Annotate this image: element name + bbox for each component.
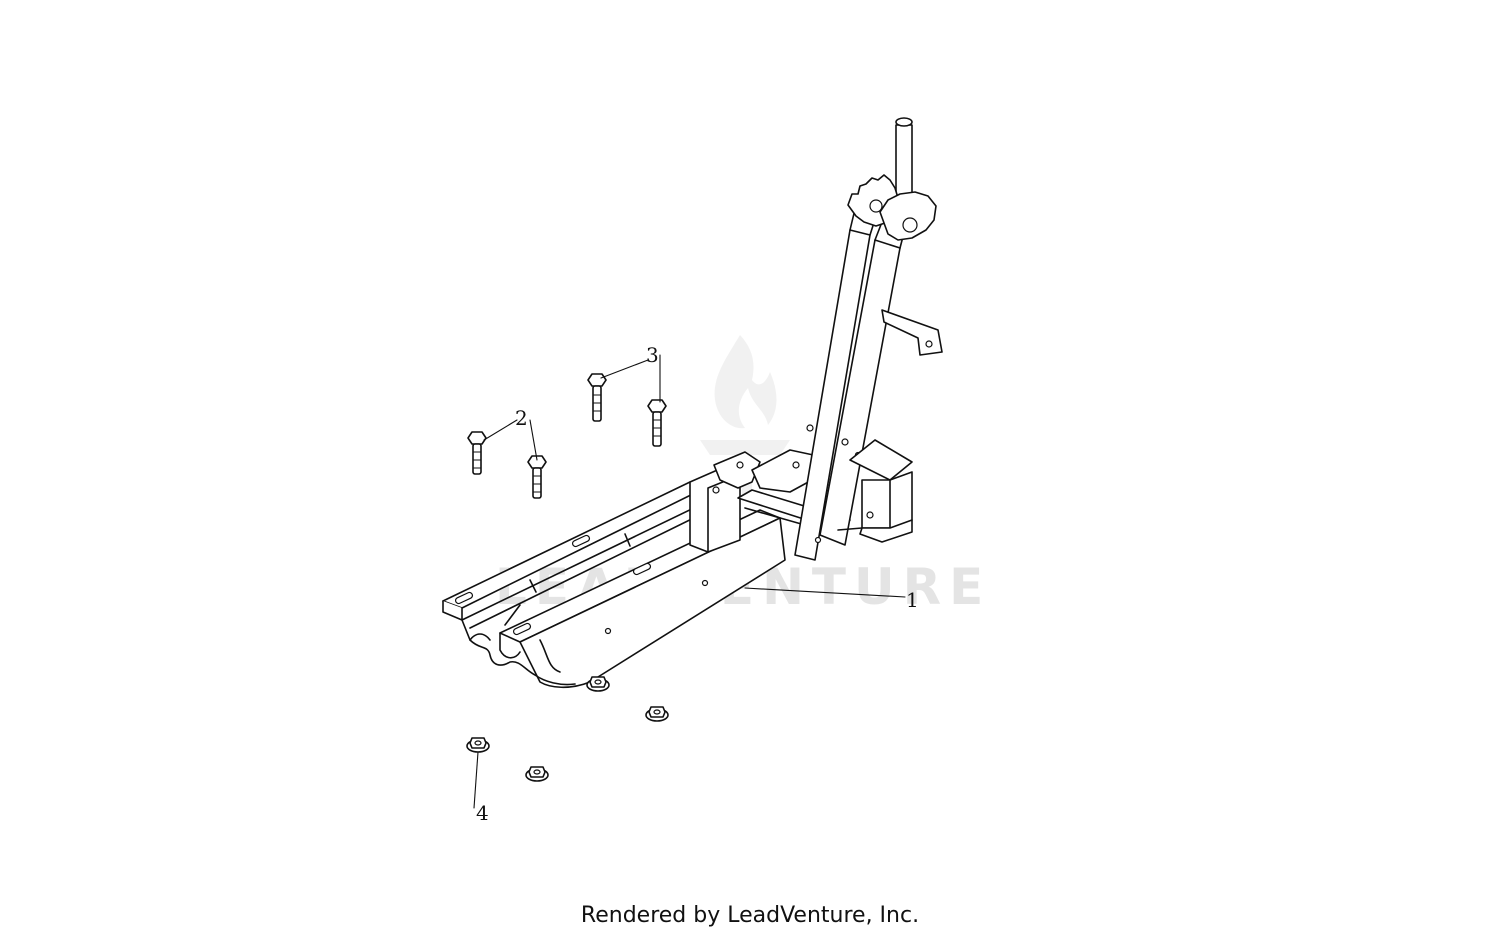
bolt-group-2 xyxy=(467,431,547,499)
ratchet-gear-right xyxy=(879,191,937,241)
nut-group-4 xyxy=(466,676,669,782)
callouts: 1 2 3 4 xyxy=(476,343,919,825)
bolt-group-3 xyxy=(587,373,667,447)
flange-nut xyxy=(525,766,549,782)
flange-nut xyxy=(645,706,669,722)
footer-credit: Rendered by LeadVenture, Inc. xyxy=(581,903,919,928)
bolt xyxy=(647,399,667,447)
bolt xyxy=(587,373,607,422)
callout-2: 2 xyxy=(515,406,528,430)
bolt xyxy=(527,455,547,499)
frame-assembly xyxy=(442,117,943,689)
flange-nut xyxy=(586,676,610,692)
flange-nut xyxy=(466,737,490,753)
leader-lines xyxy=(473,354,906,809)
callout-1: 1 xyxy=(906,588,919,612)
callout-4: 4 xyxy=(476,801,489,825)
bolt xyxy=(467,431,487,475)
callout-3: 3 xyxy=(646,343,659,367)
